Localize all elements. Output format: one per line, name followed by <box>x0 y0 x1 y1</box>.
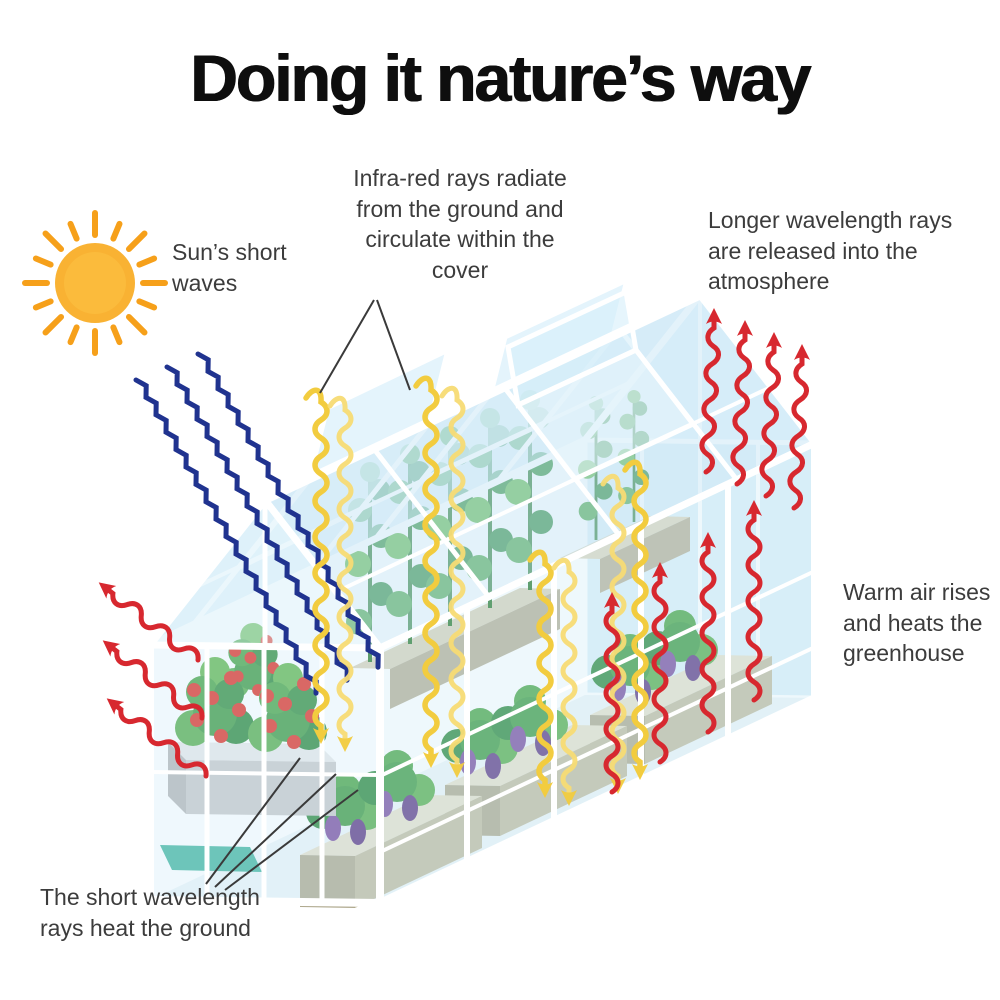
sun-icon <box>22 210 168 356</box>
bench-teal <box>160 845 262 872</box>
label-short-wavelength-ground: The short wavelength rays heat the groun… <box>40 884 260 941</box>
label-longer-wavelength: Longer wavelength rays are released into… <box>708 207 953 295</box>
vent-window <box>505 288 697 483</box>
ridge-beam <box>257 289 707 506</box>
label-sun-short-waves: Sun’s short waves <box>172 239 287 296</box>
callout-lines <box>205 299 411 891</box>
label-infrared-rays: Infra-red rays radiate from the ground a… <box>353 165 567 283</box>
label-warm-air: Warm air rises and heats the greenhouse <box>843 579 991 667</box>
page-title: Doing it nature’s way <box>190 41 811 115</box>
planter-box <box>300 795 482 908</box>
greenhouse <box>146 275 819 908</box>
released-arrows <box>699 308 810 511</box>
warm-air-arrows <box>603 500 763 795</box>
